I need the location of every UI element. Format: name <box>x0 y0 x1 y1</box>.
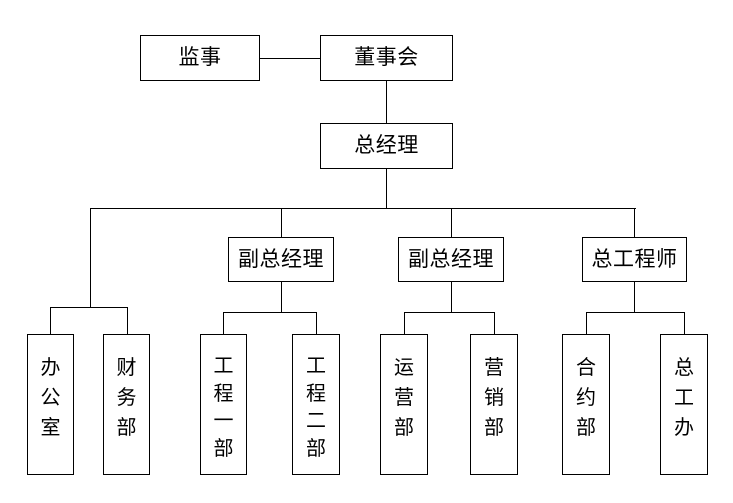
node-label-vgm1: 副总经理 <box>238 246 324 271</box>
connector-bus-drop-vgm2 <box>451 208 452 237</box>
connector-bus-drop-vgm1 <box>281 208 282 237</box>
connector-vgm2-bar <box>404 312 494 313</box>
node-office[interactable]: 办公室 <box>27 334 74 475</box>
connector-left-branch-drop-finance <box>127 307 128 334</box>
node-eng2[interactable]: 工程二部 <box>292 334 340 475</box>
connector-vgm1-bar <box>223 312 316 313</box>
node-vgm1[interactable]: 副总经理 <box>228 237 334 282</box>
node-label-eng1: 工程一部 <box>213 353 234 460</box>
node-label-chiefoffice: 总工办 <box>674 355 695 439</box>
connector-vgm1-drop-eng2 <box>316 312 317 334</box>
node-label-eng2: 工程二部 <box>306 353 327 460</box>
node-label-board: 董事会 <box>354 45 419 70</box>
connector-left-branch-bar <box>50 307 127 308</box>
node-label-chiefeng: 总工程师 <box>591 246 678 271</box>
node-label-contract: 合约部 <box>576 355 597 439</box>
node-chiefeng[interactable]: 总工程师 <box>582 237 687 282</box>
node-gm[interactable]: 总经理 <box>320 123 453 169</box>
node-marketing[interactable]: 营销部 <box>470 334 518 475</box>
connector-vgm2-drop-operations <box>404 312 405 334</box>
connector-vgm1-drop-eng1 <box>223 312 224 334</box>
node-label-office: 办公室 <box>40 355 61 439</box>
connector-board-to-gm <box>386 81 387 123</box>
connector-vgm2-drop <box>451 282 452 312</box>
node-eng1[interactable]: 工程一部 <box>200 334 247 475</box>
connector-left-branch-drop-office <box>50 307 51 334</box>
connector-bus-drop-chiefeng <box>634 208 635 237</box>
node-chiefoffice[interactable]: 总工办 <box>660 334 708 475</box>
node-label-finance: 财务部 <box>116 355 137 439</box>
node-label-gm: 总经理 <box>354 133 419 158</box>
connector-supervisor-to-board <box>260 58 320 59</box>
node-label-marketing: 营销部 <box>484 355 505 439</box>
connector-main-bus <box>90 208 636 209</box>
connector-chiefeng-bar <box>586 312 684 313</box>
node-finance[interactable]: 财务部 <box>103 334 150 475</box>
connector-chiefeng-drop-contract <box>586 312 587 334</box>
connector-bus-drop-left-branch <box>90 208 91 307</box>
node-label-operations: 运营部 <box>394 355 415 439</box>
node-label-vgm2: 副总经理 <box>408 246 494 271</box>
node-label-supervisor: 监事 <box>178 45 222 70</box>
connector-vgm1-drop <box>281 282 282 312</box>
connector-vgm2-drop-marketing <box>494 312 495 334</box>
node-operations[interactable]: 运营部 <box>380 334 428 475</box>
connector-chiefeng-drop-chiefoffice <box>684 312 685 334</box>
node-contract[interactable]: 合约部 <box>562 334 610 475</box>
node-supervisor[interactable]: 监事 <box>140 35 260 81</box>
node-board[interactable]: 董事会 <box>320 35 453 81</box>
node-vgm2[interactable]: 副总经理 <box>398 237 504 282</box>
connector-chiefeng-drop <box>634 282 635 312</box>
connector-gm-drop-to-bus <box>386 169 387 208</box>
